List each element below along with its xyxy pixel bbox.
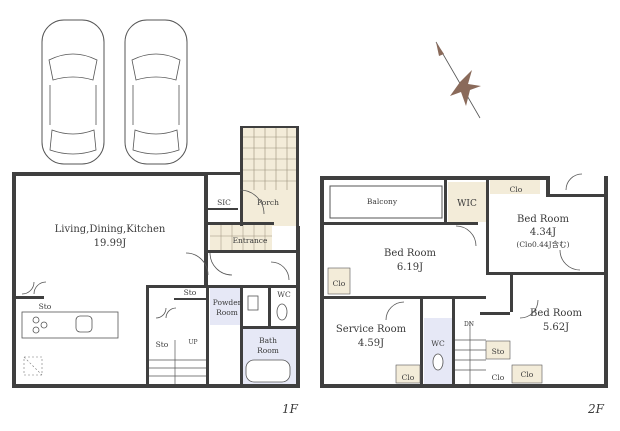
bed-room-se-size: 5.62J — [543, 322, 569, 333]
sto-hall-label: Sto — [184, 288, 197, 297]
up-label: UP — [188, 339, 197, 346]
powder-room-label-1: Powder — [213, 298, 242, 307]
floor2-label: 2F — [587, 402, 605, 416]
floor1-label: 1F — [282, 402, 299, 416]
clo-se-label: Clo — [521, 370, 534, 379]
porch-label: Porch — [257, 198, 279, 207]
service-room-size: 4.59J — [358, 338, 384, 349]
dn-label: DN — [464, 321, 474, 328]
bed-room-ne-note: (Clo0.44J含む) — [516, 239, 569, 249]
ldk-label: Living,Dining,Kitchen — [55, 224, 166, 235]
bed-room-main-label: Bed Room — [384, 248, 436, 259]
ldk-size: 19.99J — [94, 238, 127, 249]
floor2-plan: Balcony WIC Clo Bed Room 6.19J Bed Room … — [320, 173, 608, 416]
entrance-label: Entrance — [233, 236, 268, 245]
bed-room-ne-label: Bed Room — [517, 214, 569, 225]
bed-room-se-label: Bed Room — [530, 308, 582, 319]
car-left-icon — [41, 19, 105, 165]
compass-icon — [435, 41, 481, 119]
bath-room-label-1: Bath — [259, 336, 277, 345]
wc-2f-label: WC — [431, 339, 445, 348]
sto-2f-label: Sto — [492, 347, 505, 356]
clo-left-label: Clo — [333, 279, 346, 288]
floor1-plan: Living,Dining,Kitchen 19.99J SIC Porch E… — [12, 126, 300, 416]
bed-room-main-size: 6.19J — [397, 262, 423, 273]
car-right-icon — [124, 19, 188, 165]
bath-room-label-2: Room — [257, 346, 279, 355]
clo-hall-label: Clo — [492, 373, 505, 382]
service-room-label: Service Room — [336, 324, 407, 335]
clo-top-label: Clo — [510, 185, 523, 194]
wic-label: WIC — [457, 199, 477, 209]
bed-room-ne-size: 4.34J — [530, 227, 556, 238]
sto-kitchen-label: Sto — [39, 302, 52, 311]
sto-stair-label: Sto — [156, 340, 169, 349]
wc-1f-label: WC — [277, 290, 291, 299]
powder-room-label-2: Room — [216, 308, 238, 317]
balcony-label: Balcony — [367, 197, 398, 206]
sic-label: SIC — [217, 198, 231, 207]
clo-service-label: Clo — [402, 373, 415, 382]
